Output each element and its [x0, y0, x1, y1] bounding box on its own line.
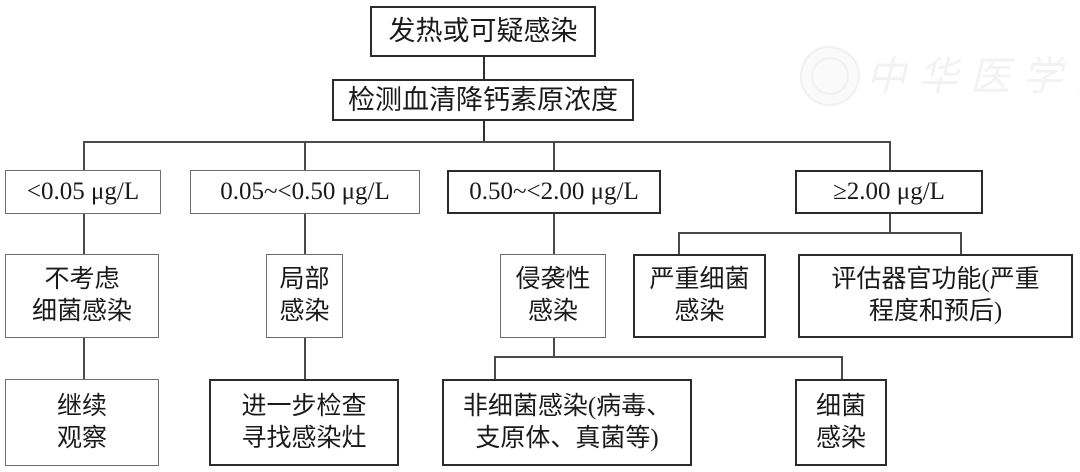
- connector-threshold-bus: [83, 141, 890, 143]
- connector-bus-to-threshold-3: [553, 141, 555, 170]
- connector-threshold-3-to-result-3: [553, 214, 555, 254]
- connector-split-to-action-3: [494, 356, 496, 379]
- node-result-5[interactable]: 评估器官功能(严重 程度和预后): [798, 254, 1073, 338]
- watermark: 中华医学会: [800, 44, 1080, 106]
- node-result-4[interactable]: 严重细菌 感染: [633, 254, 766, 338]
- node-result-2[interactable]: 局部 感染: [266, 254, 343, 338]
- connector-result-3-split-bus: [494, 356, 842, 358]
- node-result-1[interactable]: 不考虑 细菌感染: [5, 254, 159, 338]
- node-action-1[interactable]: 继续 观察: [5, 379, 159, 466]
- connector-split-to-result-5: [960, 232, 962, 254]
- node-threshold-1[interactable]: <0.05 μg/L: [5, 170, 161, 214]
- circular-seal-logo-icon: [800, 46, 860, 106]
- node-action-4[interactable]: 细菌 感染: [795, 379, 887, 466]
- node-root[interactable]: 发热或可疑感染: [370, 6, 596, 57]
- connector-bus-to-threshold-4: [889, 141, 891, 170]
- connector-threshold-1-to-result-1: [83, 214, 85, 254]
- node-test[interactable]: 检测血清降钙素原浓度: [332, 79, 634, 121]
- connector-split-to-action-4: [841, 356, 843, 379]
- connector-threshold-4-split-bus: [678, 232, 961, 234]
- node-threshold-2[interactable]: 0.05~<0.50 μg/L: [190, 170, 420, 214]
- connector-bus-to-threshold-2: [304, 141, 306, 170]
- connector-threshold-2-to-result-2: [304, 214, 306, 254]
- node-action-2[interactable]: 进一步检查 寻找感染灶: [209, 379, 399, 466]
- watermark-text: 中华医学会: [866, 54, 1080, 99]
- connector-test-to-bus: [483, 120, 485, 142]
- connector-threshold-4-drop: [889, 214, 891, 233]
- connector-result-3-drop: [553, 337, 555, 357]
- node-result-3[interactable]: 侵袭性 感染: [500, 254, 606, 338]
- node-action-3[interactable]: 非细菌感染(病毒、 支原体、真菌等): [442, 379, 692, 466]
- connector-root-to-test: [483, 57, 485, 84]
- connector-result-2-to-action-2: [304, 337, 306, 379]
- connector-bus-to-threshold-1: [83, 141, 85, 170]
- connector-split-to-result-4: [678, 232, 680, 254]
- connector-result-1-to-action-1: [83, 337, 85, 379]
- node-threshold-4[interactable]: ≥2.00 μg/L: [795, 170, 983, 214]
- node-threshold-3[interactable]: 0.50~<2.00 μg/L: [447, 170, 661, 214]
